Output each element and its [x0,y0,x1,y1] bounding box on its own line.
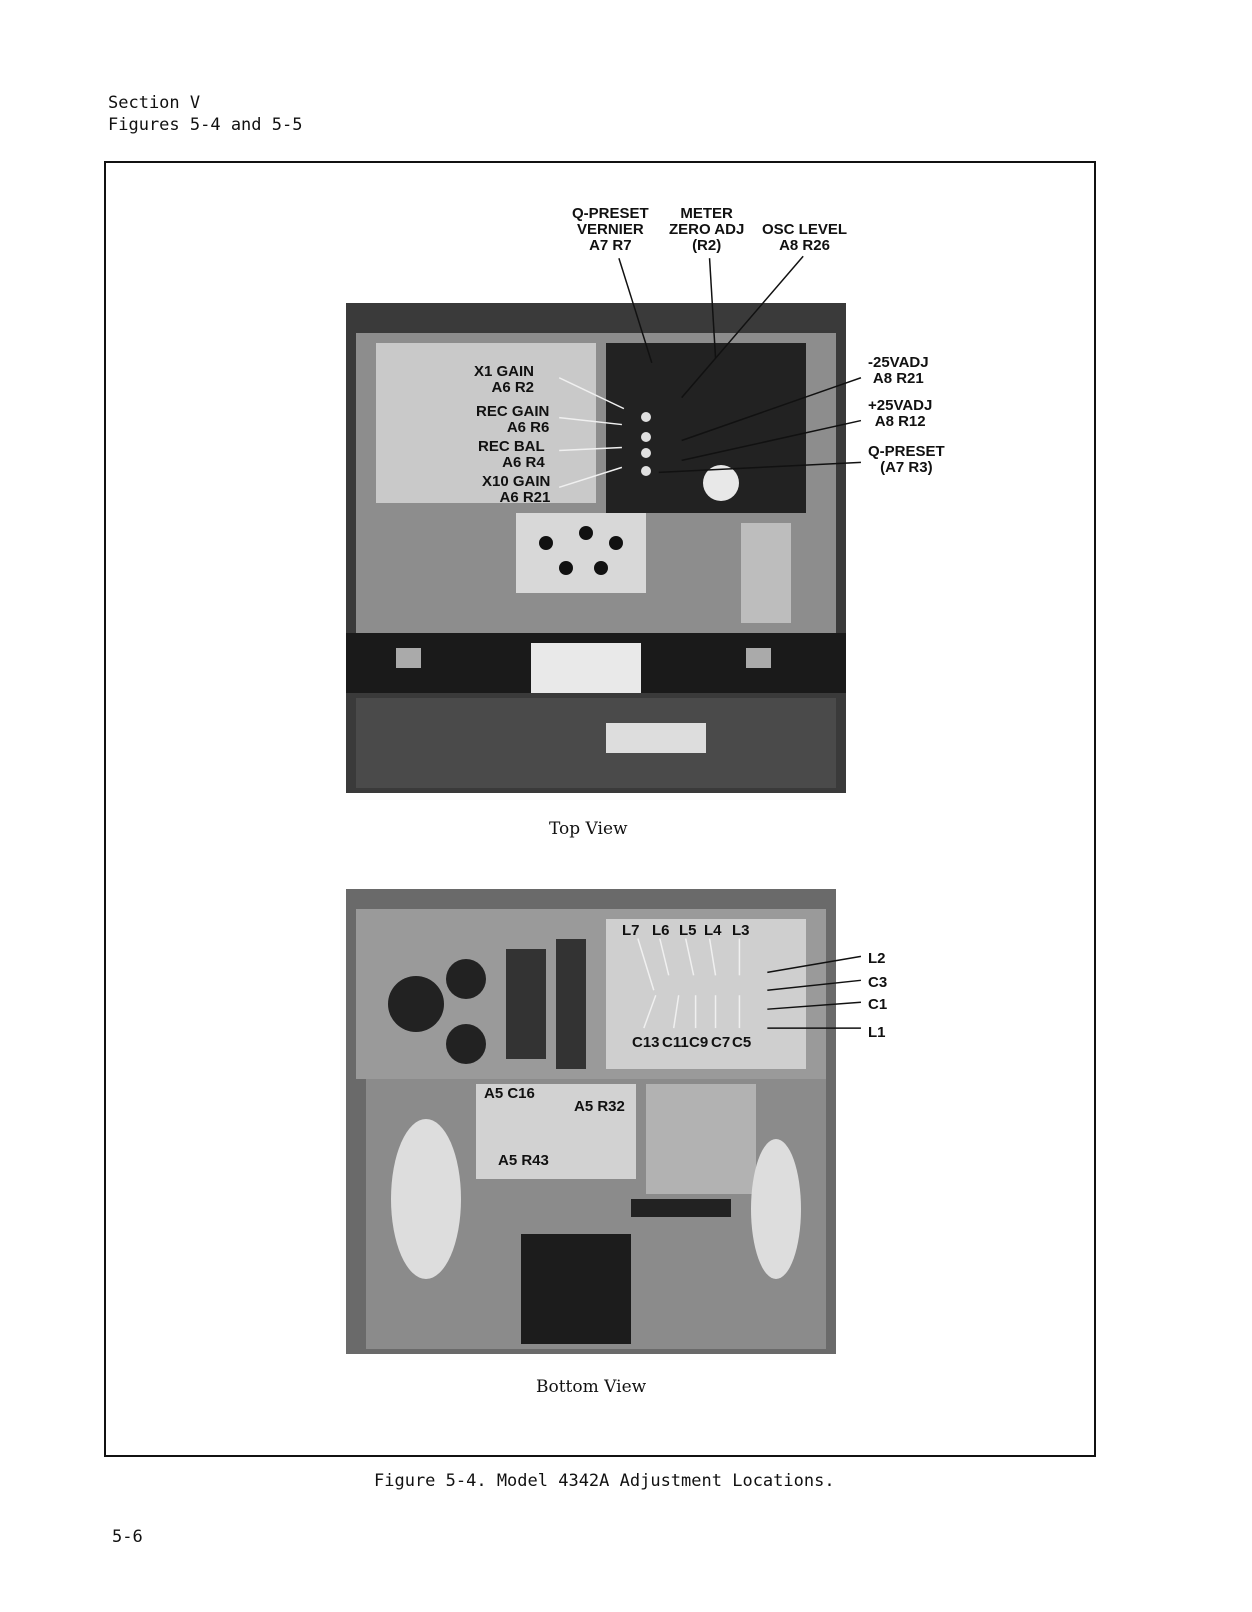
callout-a5-r32: A5 R32 [574,1098,625,1115]
callout-line: OSC LEVEL [762,221,848,238]
top-view-illustration [346,303,846,793]
callout-line: (R2) [692,237,722,254]
callout-line: Q-PRESET [572,205,649,222]
callout-l2: L2 [868,950,886,967]
callout-line: +25VADJ [868,397,933,414]
callout-line: ZERO ADJ [669,221,745,238]
section-label: Section V [108,93,201,113]
callout-line: A6 R21 [499,489,551,506]
callout-minus25v-adj: -25VADJ A8 R21 [868,355,929,387]
callout-l7: L7 [622,922,640,939]
callout-line: A6 R2 [491,379,535,396]
callout-line: REC GAIN [476,403,550,420]
callout-rec-gain: REC GAIN A6 R6 [476,404,549,436]
figure-frame: Q-PRESET VERNIER A7 R7 METER ZERO ADJ (R… [104,161,1096,1457]
bottom-view-illustration [346,889,836,1354]
callout-line: METER [680,205,733,222]
callout-meter-zero-adj: METER ZERO ADJ (R2) [669,206,744,254]
figures-label: Figures 5-4 and 5-5 [108,115,303,135]
figure-caption: Figure 5-4. Model 4342A Adjustment Locat… [374,1471,835,1491]
callout-c7: C7 [711,1034,731,1051]
callout-line: X1 GAIN [474,363,535,380]
callout-l1: L1 [868,1024,886,1041]
callout-c13: C13 [632,1034,660,1051]
top-view-photo [346,303,846,793]
callout-x10-gain: X10 GAIN A6 R21 [482,474,550,506]
callout-line: -25VADJ [868,354,929,371]
callout-q-preset-vernier: Q-PRESET VERNIER A7 R7 [572,206,649,254]
bottom-view-caption: Bottom View [536,1377,647,1397]
callout-c9: C9 [689,1034,709,1051]
callout-line: A8 R26 [779,237,830,254]
callout-osc-level: OSC LEVEL A8 R26 [762,222,847,254]
callout-x1-gain: X1 GAIN A6 R2 [474,364,534,396]
callout-a5-r43: A5 R43 [498,1152,549,1169]
callout-c5: C5 [732,1034,752,1051]
callout-line: A6 R6 [506,419,550,436]
callout-rec-bal: REC BAL A6 R4 [478,439,545,471]
callout-a5-c16: A5 C16 [484,1085,535,1102]
callout-line: A8 R21 [872,370,924,387]
callout-line: REC BAL [478,438,545,455]
callout-l4: L4 [704,922,722,939]
callout-line: A8 R12 [874,413,926,430]
callout-line: X10 GAIN [482,473,551,490]
callout-line: A6 R4 [502,454,545,471]
callout-l5: L5 [679,922,697,939]
callout-plus25v-adj: +25VADJ A8 R12 [868,398,932,430]
page-header: Section V Figures 5-4 and 5-5 [108,92,302,136]
top-view-caption: Top View [549,819,628,839]
page-number: 5-6 [112,1527,143,1547]
callout-line: Q-PRESET [868,443,945,460]
callout-l3: L3 [732,922,750,939]
callout-c1: C1 [868,996,888,1013]
callout-line: (A7 R3) [880,459,933,476]
callout-c3: C3 [868,974,888,991]
callout-l6: L6 [652,922,670,939]
callout-line: VERNIER [577,221,644,238]
callout-q-preset: Q-PRESET (A7 R3) [868,444,945,476]
callout-c11: C11 [662,1034,689,1051]
callout-line: A7 R7 [589,237,632,254]
bottom-view-photo [346,889,836,1354]
